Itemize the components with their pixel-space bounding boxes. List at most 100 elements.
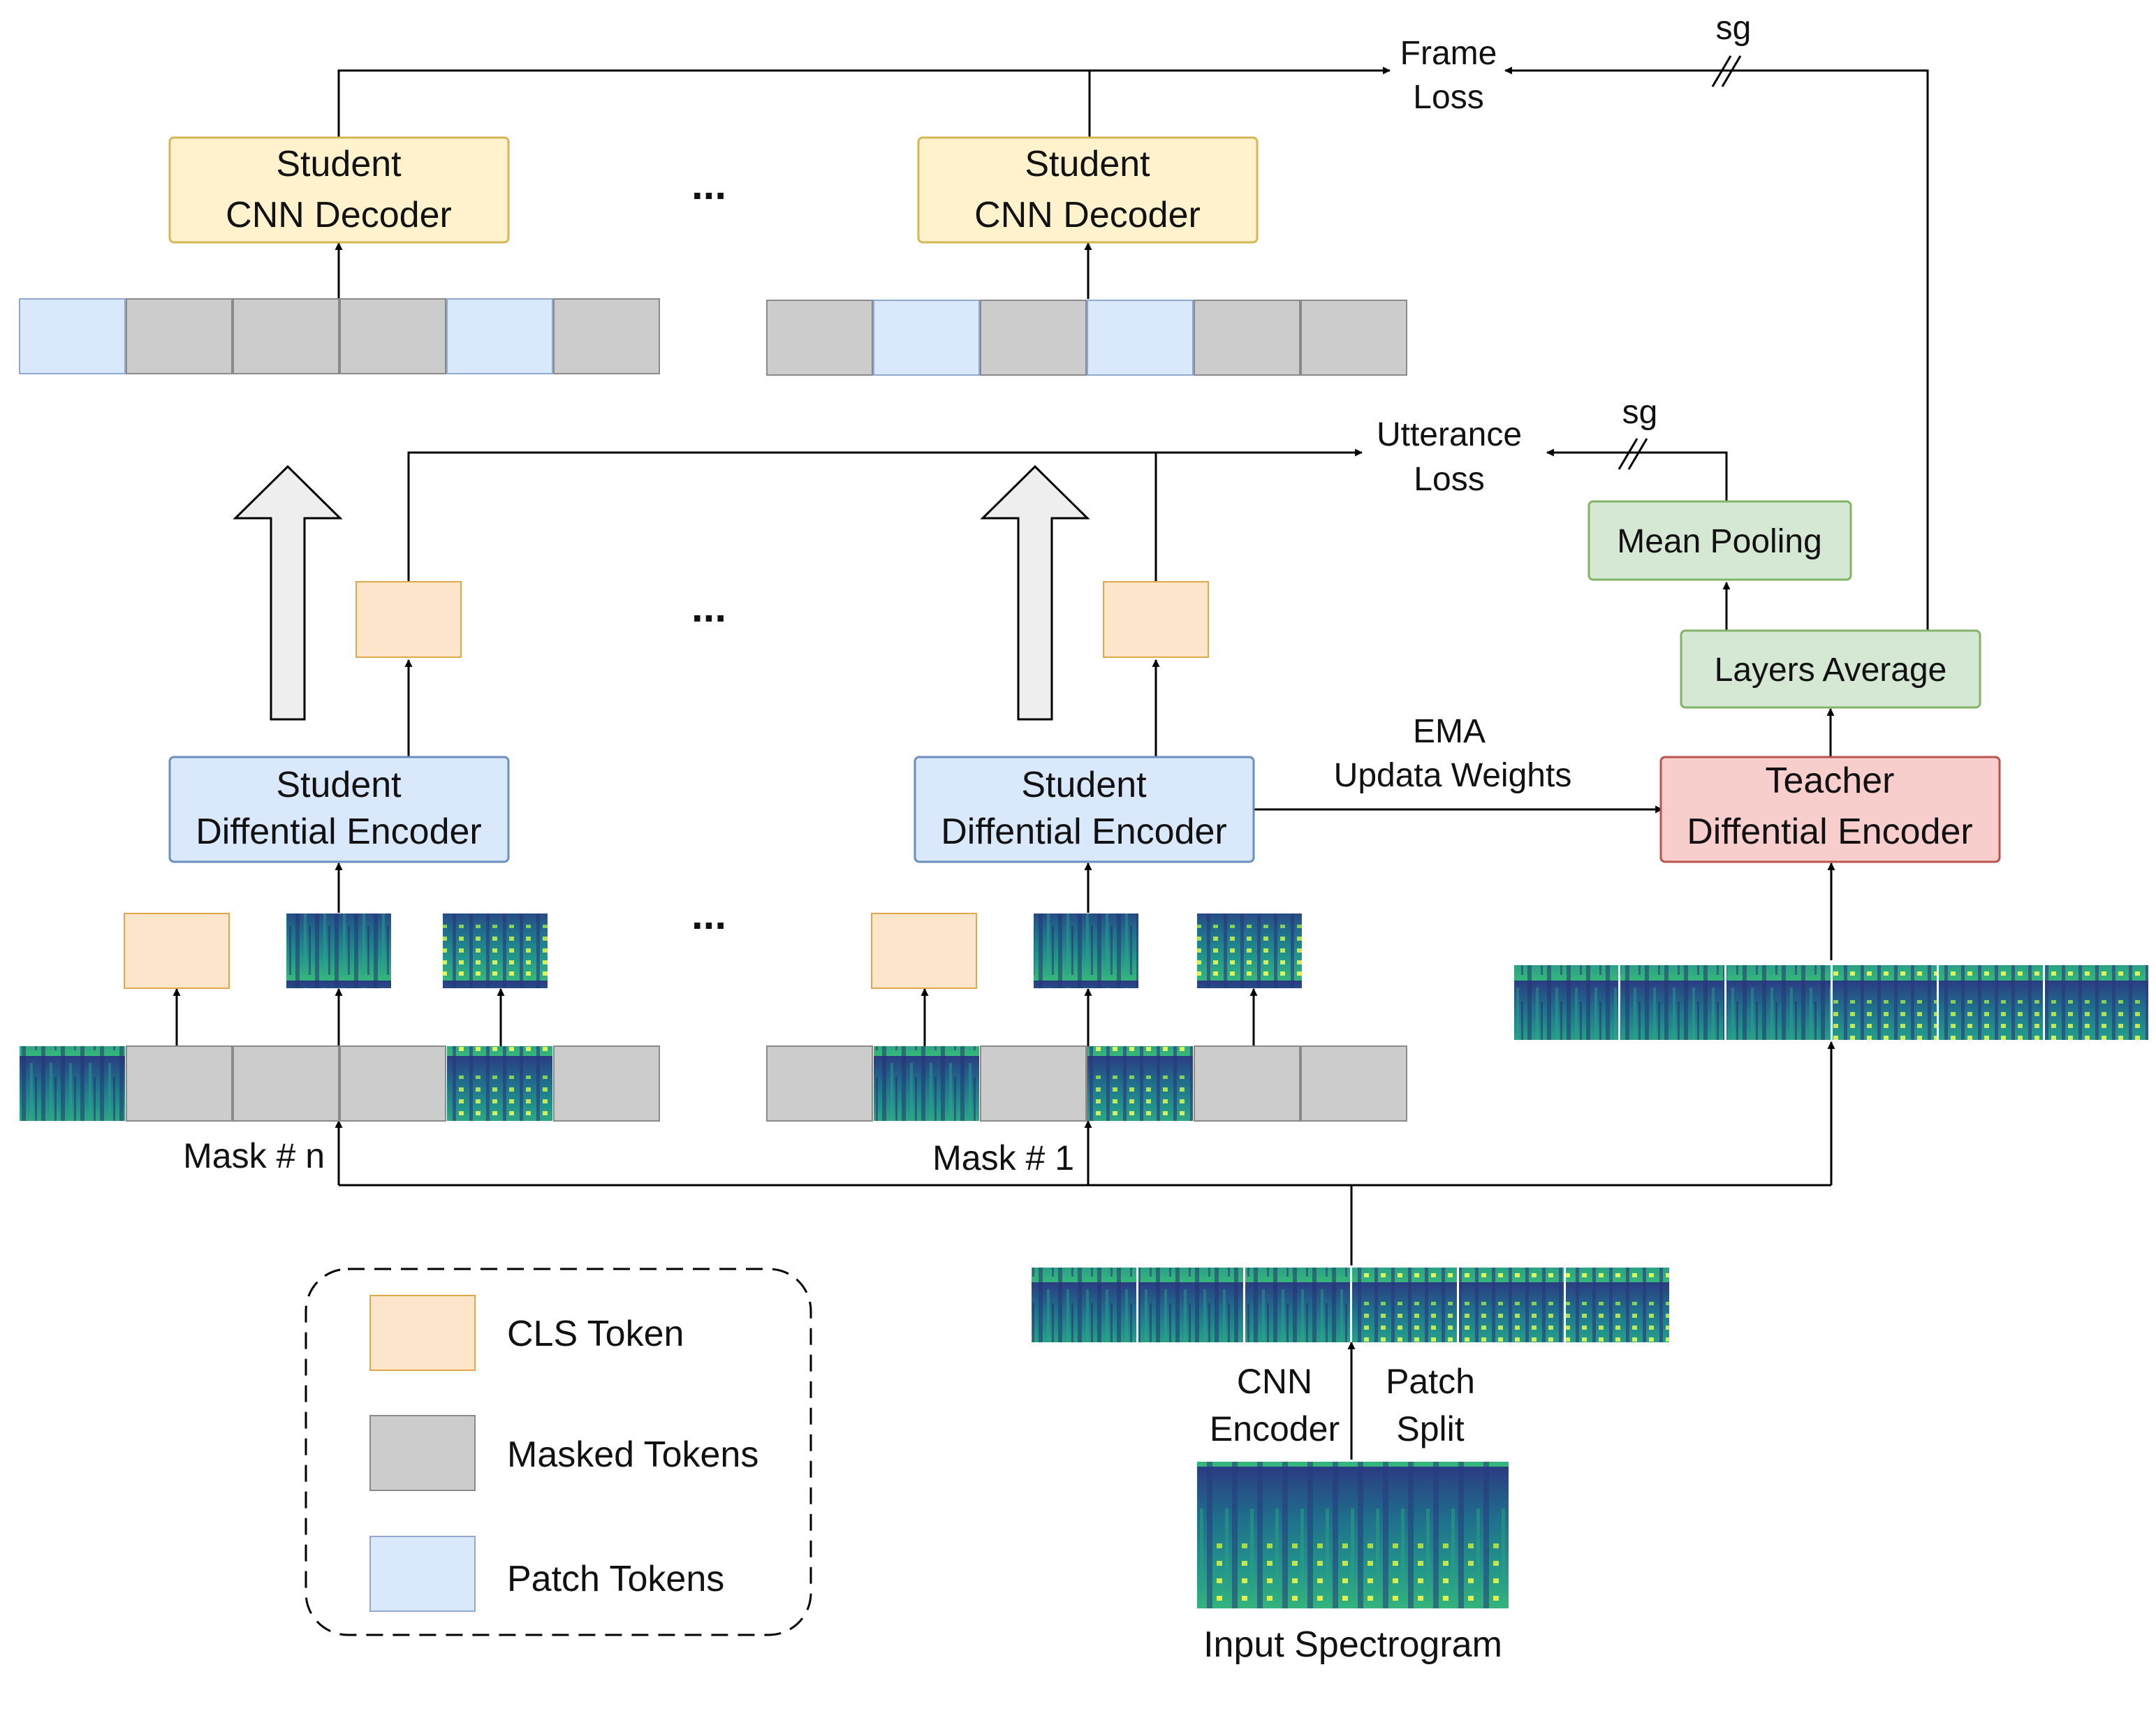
decoder-left-line-1: Student — [276, 144, 402, 184]
masked-token — [980, 1045, 1087, 1122]
cls-token-input-left — [124, 913, 230, 989]
patch-token — [873, 300, 980, 376]
encoder-left-line-2: Diffential Encoder — [196, 812, 482, 852]
cls-token-input-right — [871, 913, 977, 989]
mean-pooling-label: Mean Pooling — [1617, 523, 1822, 560]
spectro-token — [1459, 1268, 1564, 1342]
spectro-token — [1245, 1268, 1350, 1342]
utterance-line-left — [407, 448, 1363, 582]
spectro-token — [1939, 965, 2043, 1040]
decoder-right-line-2: CNN Decoder — [974, 195, 1201, 235]
student-decoder-left: Student CNN Decoder — [168, 136, 510, 244]
masked-token — [126, 298, 233, 374]
mean-pooling-block: Mean Pooling — [1587, 500, 1852, 581]
split-patch-row — [1032, 1268, 1669, 1342]
frame-loss-line-teacher — [1504, 66, 1929, 630]
utterance-loss-text-1: Utterance — [1377, 416, 1522, 453]
masked-token — [1194, 1045, 1300, 1122]
spectro-token — [1087, 1046, 1193, 1121]
sg-utterance-label: sg — [1622, 394, 1658, 431]
utterance-loss-label: Utterance Loss — [1369, 412, 1530, 503]
ema-label-1: EMA — [1413, 713, 1486, 750]
mask-1-label: Mask # 1 — [932, 1138, 1074, 1177]
mask-n-label: Mask # n — [183, 1136, 325, 1175]
decoder-token-row-right — [766, 300, 1407, 376]
layers-average-block: Layers Average — [1680, 629, 1981, 709]
encoder-right-line-1: Student — [1021, 765, 1147, 805]
patch-token — [446, 298, 553, 374]
masked-token — [1194, 300, 1300, 376]
masked-token — [553, 1045, 660, 1122]
cls-output-left — [355, 581, 462, 658]
legend-frame — [305, 1268, 812, 1636]
masked-token — [339, 1045, 446, 1122]
legend: CLS Token Masked Tokens Patch Tokens — [305, 1268, 812, 1636]
patch-split-label-2: Split — [1396, 1409, 1464, 1448]
legend-label-patch: Patch Tokens — [507, 1559, 724, 1599]
spectro-token — [874, 1046, 979, 1121]
input-spectrogram-image — [1197, 1462, 1509, 1608]
sg-frame-label: sg — [1716, 10, 1752, 47]
spectro-token — [1620, 965, 1724, 1040]
ellipsis-tokens: ... — [691, 891, 726, 938]
masked-token — [233, 1045, 339, 1122]
spectro-token-input-left-1 — [286, 913, 391, 988]
cnn-encoder-label-1: CNN — [1237, 1362, 1312, 1401]
utterance-loss-text-2: Loss — [1414, 461, 1484, 498]
frame-loss-text-1: Frame — [1400, 35, 1497, 72]
spectro-token-input-right-2 — [1197, 913, 1302, 988]
spectro-token — [447, 1046, 552, 1121]
spectro-token — [1833, 965, 1937, 1040]
masked-token — [766, 300, 873, 376]
masked-token — [339, 298, 446, 374]
spectro-token — [2045, 965, 2148, 1040]
legend-swatch-cls — [369, 1295, 476, 1371]
input-spectrogram-label: Input Spectrogram — [1203, 1624, 1502, 1665]
decoder-left-line-2: CNN Decoder — [226, 195, 452, 235]
connectors — [173, 66, 1929, 1460]
ema-label-2: Updata Weights — [1334, 757, 1572, 794]
stop-gradient-marks — [1618, 55, 1742, 470]
masked-token — [766, 1045, 873, 1122]
spectro-token — [1032, 1268, 1136, 1342]
teacher-encoder: Teacher Diffential Encoder — [1659, 756, 2001, 863]
spectro-token — [20, 1046, 125, 1121]
legend-label-masked: Masked Tokens — [507, 1434, 758, 1475]
student-decoder-right: Student CNN Decoder — [917, 136, 1259, 244]
masked-token — [1300, 1045, 1407, 1122]
student-encoder-left: Student Diffential Encoder — [168, 756, 510, 863]
frame-loss-line-left — [337, 66, 1391, 138]
legend-swatch-masked — [369, 1415, 476, 1491]
spectro-token-input-right-1 — [1034, 913, 1138, 988]
masked-token — [233, 298, 339, 374]
encoder-left-line-1: Student — [276, 765, 402, 805]
patch-token — [1087, 300, 1194, 376]
teacher-line-2: Diffential Encoder — [1687, 812, 1973, 852]
spectro-token — [1352, 1268, 1457, 1342]
masked-row-right — [766, 1045, 1407, 1122]
spectro-token-input-left-2 — [443, 913, 548, 988]
masked-token — [980, 300, 1087, 376]
big-up-arrow-right — [980, 464, 1090, 721]
big-up-arrow-left — [233, 464, 343, 721]
spectro-token — [1566, 1268, 1669, 1342]
decoder-right-line-1: Student — [1025, 144, 1150, 184]
legend-label-cls: CLS Token — [507, 1314, 684, 1354]
frame-loss-label: Frame Loss — [1397, 31, 1500, 120]
layers-average-label: Layers Average — [1715, 652, 1947, 689]
utterance-line-teacher — [1546, 448, 1728, 501]
spectro-token — [1726, 965, 1831, 1040]
spectro-token — [1514, 965, 1618, 1040]
ellipsis-cls: ... — [691, 584, 726, 631]
masked-token — [553, 298, 660, 374]
cls-output-right — [1103, 581, 1209, 658]
encoder-right-line-2: Diffential Encoder — [941, 812, 1227, 852]
cnn-encoder-label-2: Encoder — [1210, 1409, 1340, 1448]
masked-token — [1300, 300, 1407, 376]
spectro-token — [1138, 1268, 1243, 1342]
frame-loss-text-2: Loss — [1413, 79, 1483, 116]
decoder-token-row-left — [19, 298, 660, 374]
masked-row-left — [20, 1045, 660, 1122]
